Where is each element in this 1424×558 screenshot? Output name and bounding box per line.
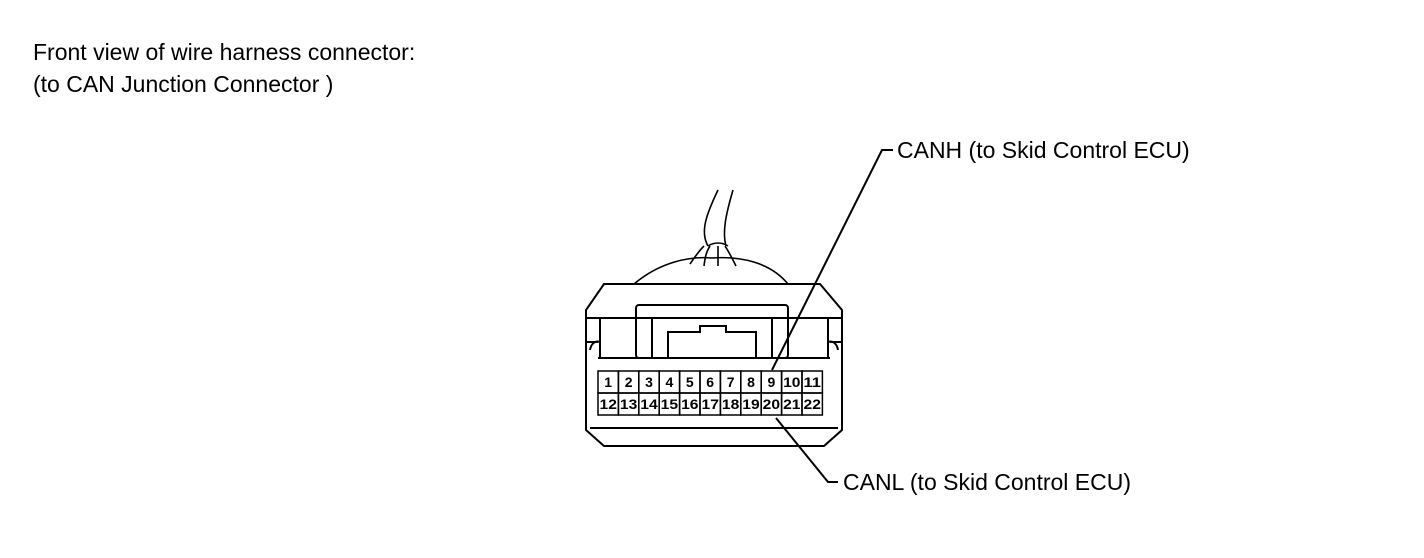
- pin-label-20: 20: [763, 396, 781, 412]
- wire-bundle: [633, 189, 789, 285]
- pin-label-17: 17: [702, 396, 720, 412]
- pin-label-4: 4: [666, 374, 674, 390]
- pin-label-18: 18: [722, 396, 740, 412]
- canl-callout-label: CANL (to Skid Control ECU): [843, 469, 1131, 495]
- pin-label-8: 8: [747, 374, 755, 390]
- pin-label-2: 2: [625, 374, 633, 390]
- caption-subtitle: (to CAN Junction Connector ): [33, 71, 334, 97]
- pin-label-1: 1: [604, 374, 612, 390]
- callout-leaders: [771, 149, 893, 483]
- pin-label-14: 14: [640, 396, 658, 412]
- pin-label-16: 16: [681, 396, 699, 412]
- canh-callout-label: CANH (to Skid Control ECU): [897, 137, 1190, 163]
- pin-label-22: 22: [804, 396, 822, 412]
- canh-leader-line: [771, 149, 893, 371]
- diagram-caption: Front view of wire harness connector: (t…: [33, 36, 415, 100]
- pin-label-3: 3: [645, 374, 653, 390]
- pin-label-9: 9: [768, 374, 776, 390]
- canl-leader-line: [775, 417, 838, 483]
- pin-label-6: 6: [706, 374, 714, 390]
- pin-label-13: 13: [620, 396, 638, 412]
- caption-title: Front view of wire harness connector:: [33, 39, 416, 65]
- pin-label-10: 10: [783, 374, 801, 390]
- pin-cell-22: [801, 392, 824, 416]
- pin-label-5: 5: [686, 374, 694, 390]
- connector-housing: [585, 283, 843, 447]
- pin-label-19: 19: [742, 396, 760, 412]
- pin-label-11: 11: [804, 374, 822, 390]
- pin-label-15: 15: [661, 396, 679, 412]
- pin-label-21: 21: [783, 396, 801, 412]
- pin-label-12: 12: [600, 396, 618, 412]
- pin-label-7: 7: [727, 374, 735, 390]
